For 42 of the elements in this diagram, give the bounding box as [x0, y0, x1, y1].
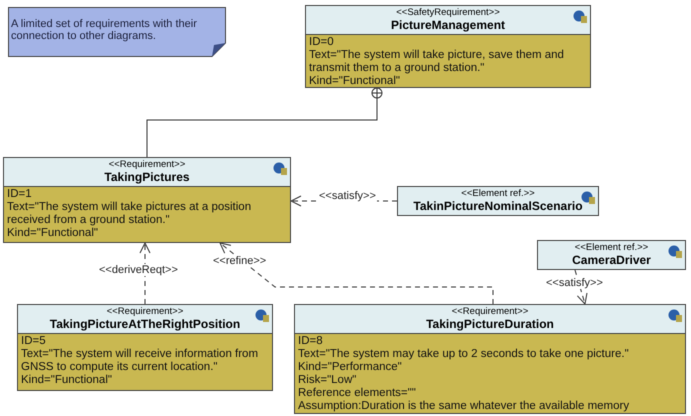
- element-name: PictureManagement: [390, 18, 506, 32]
- stereotype-label: <<Requirement>>: [106, 306, 184, 317]
- stereotype-label: <<Requirement>>: [452, 306, 528, 317]
- stereotype-label: <<SafetyRequirement>>: [396, 7, 500, 18]
- stereotype-label: <<Element ref.>>: [574, 242, 648, 253]
- requirement-box: [305, 5, 591, 88]
- note-box: [8, 7, 226, 57]
- attribute-text: ID=0: [309, 36, 335, 49]
- element-ref-box: [397, 186, 599, 216]
- containment-line: [146, 88, 382, 158]
- element-ref-box: [537, 240, 686, 270]
- element-name: TakingPictures: [104, 170, 190, 184]
- edge-label: <<satisfy>>: [545, 277, 604, 289]
- attribute-text: Reference elements="": [298, 387, 417, 400]
- requirement-box: [17, 304, 273, 391]
- stereotype-label: <<Element ref.>>: [461, 188, 535, 199]
- dependency-arrow: [140, 242, 150, 304]
- attribute-text: Kind="Functional": [7, 227, 99, 240]
- element-name: TakingPictureAtTheRightPosition: [50, 317, 240, 331]
- attribute-text: Assumption:Duration is the same whatever the available memory: [298, 400, 630, 413]
- attribute-text: ID=1: [7, 188, 33, 201]
- attribute-text: Kind="Functional": [309, 75, 401, 88]
- stereotype-label: <<Requirement>>: [108, 159, 186, 170]
- requirement-box: [3, 157, 291, 243]
- element-name: CameraDriver: [572, 253, 651, 267]
- attribute-text: Text="The system will take pictures at a position received from a ground station.": [7, 201, 252, 227]
- dependency-arrow: [220, 242, 494, 304]
- attribute-text: ID=8: [298, 335, 324, 348]
- edge-label: <<refine>>: [212, 255, 268, 267]
- attribute-text: ID=5: [21, 335, 47, 348]
- edge-label: <<deriveReqt>>: [98, 264, 179, 276]
- element-name: TakingPictureDuration: [426, 317, 554, 331]
- element-name: TakinPictureNominalScenario: [413, 199, 583, 213]
- attribute-text: Text="The system may take up to 2 seconds to take one picture.": [298, 348, 630, 361]
- attribute-text: Kind="Performance": [298, 361, 403, 374]
- attribute-text: Text="The system will take picture, save them and transmit them to a ground station.": [309, 49, 565, 75]
- requirement-box: [294, 304, 686, 414]
- attribute-text: Kind="Functional": [21, 374, 113, 387]
- attribute-text: Text="The system will receive information from GNSS to compute its current location.": [21, 348, 260, 374]
- note-text: A limited set of requirements with their connection to other diagrams.: [10, 17, 198, 42]
- attribute-text: Risk="Low": [298, 374, 358, 387]
- edge-label: <<satisfy>>: [318, 190, 377, 202]
